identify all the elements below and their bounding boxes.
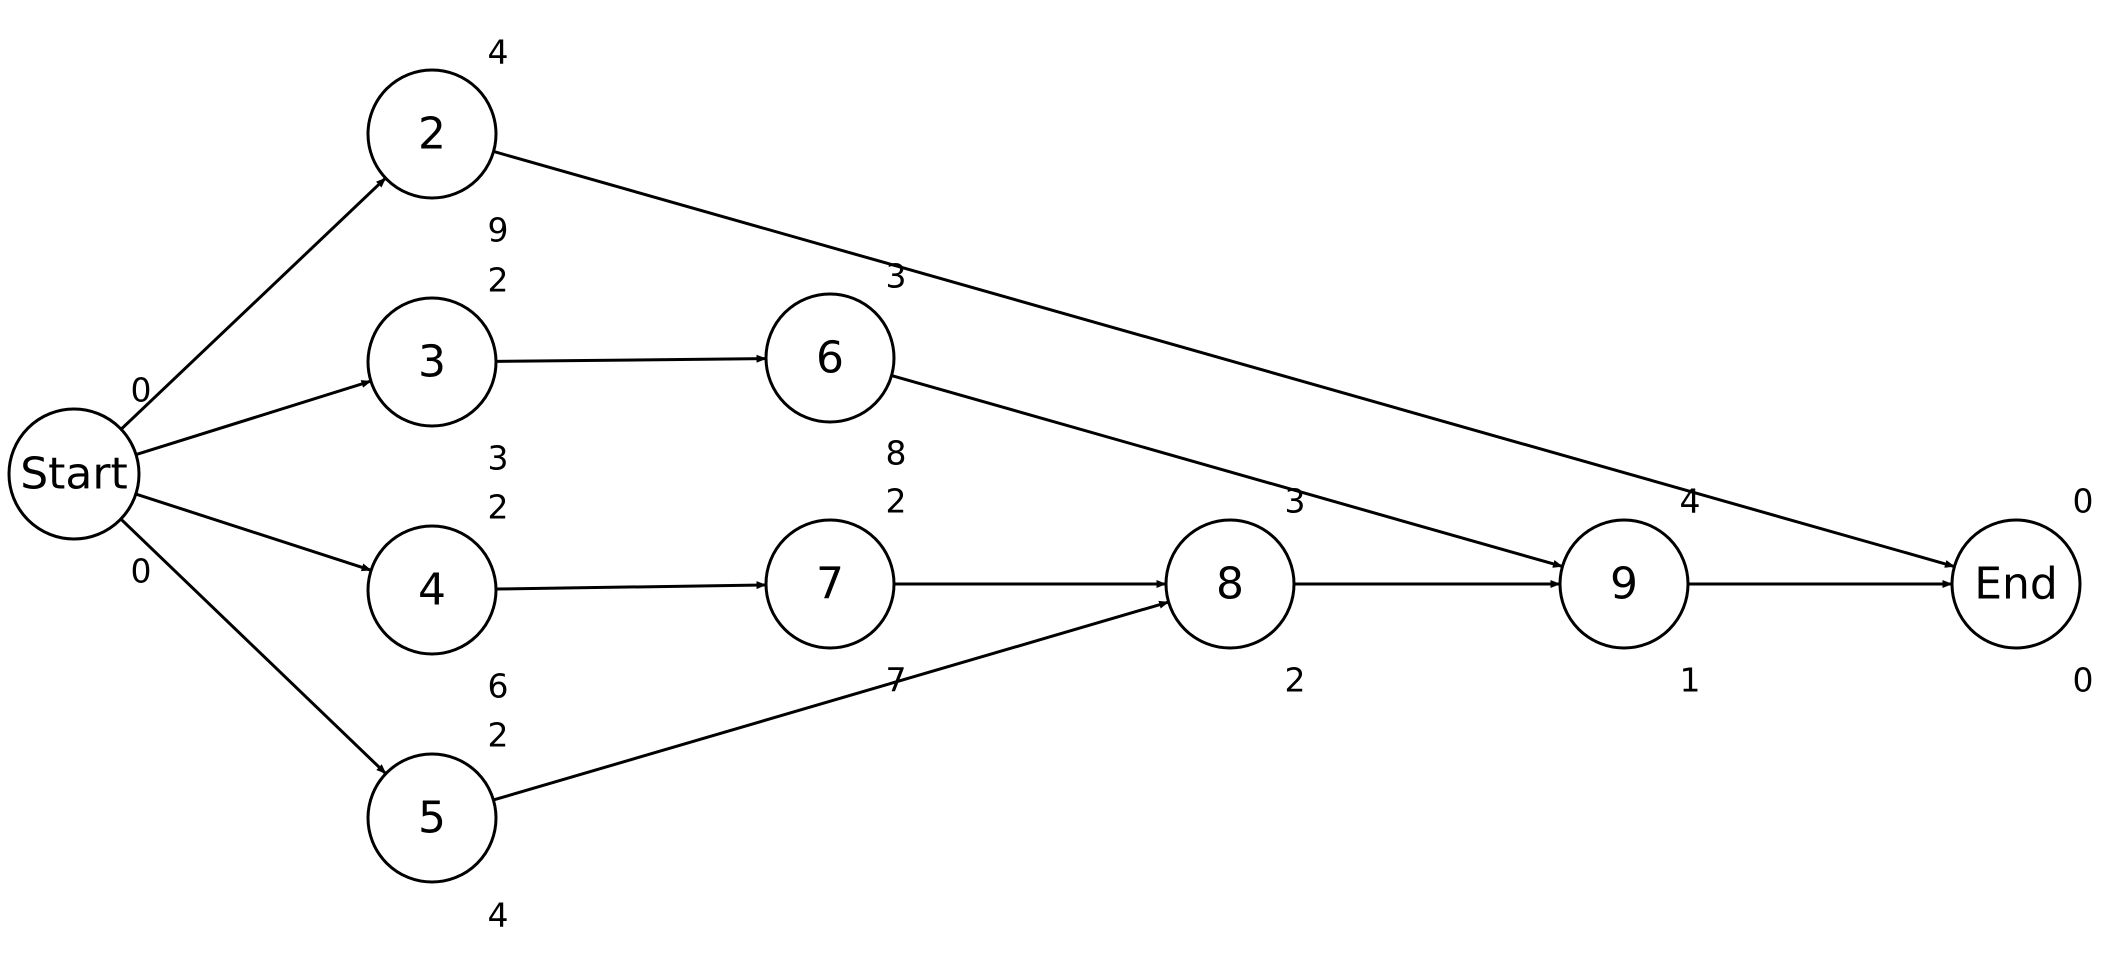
node-circle-n7: [764, 518, 896, 650]
node-label-n7: 7: [816, 559, 844, 610]
edge-start-to-n4: [135, 492, 372, 572]
node-circle-end: [1950, 518, 2082, 650]
node-start: Start: [7, 407, 141, 541]
node-end: End: [1950, 518, 2082, 650]
bottom-value-n4: 6: [488, 667, 509, 706]
edge-n2-to-end: [493, 150, 1955, 568]
node-n4: 4: [366, 524, 498, 656]
node-n6: 6: [764, 292, 896, 424]
edge-n6-to-n9: [891, 374, 1563, 568]
bottom-value-n8: 2: [1285, 661, 1306, 700]
bottom-value-n6: 8: [886, 434, 907, 473]
node-n5: 5: [366, 752, 498, 884]
top-value-n7: 2: [886, 482, 907, 521]
bottom-value-n7: 7: [886, 661, 907, 700]
top-value-n2: 4: [488, 33, 509, 72]
node-circle-n8: [1164, 518, 1296, 650]
node-n2: 2: [366, 68, 498, 200]
node-label-n4: 4: [418, 565, 446, 616]
node-circle-n9: [1558, 518, 1690, 650]
top-value-n4: 2: [488, 488, 509, 527]
node-circle-n4: [366, 524, 498, 656]
edge-n4-to-n7: [495, 581, 767, 591]
edge-n5-to-n8: [492, 600, 1170, 802]
edge-start-to-n5: [119, 517, 387, 775]
top-value-n3: 2: [488, 261, 509, 300]
top-value-n5: 2: [488, 716, 509, 755]
node-circle-n5: [366, 752, 498, 884]
node-label-start: Start: [20, 449, 128, 500]
node-circle-n2: [366, 68, 498, 200]
edge-n3-to-n6: [495, 354, 767, 363]
node-n3: 3: [366, 296, 498, 428]
top-value-end: 0: [2073, 482, 2094, 521]
node-circle-n6: [764, 292, 896, 424]
number-labels-layer: 0 0 4 9 2 3 2 6 2 4 3 8 2 7 3 2 4 1 0 0: [131, 33, 2094, 935]
node-n7: 7: [764, 518, 896, 650]
node-circle-n3: [366, 296, 498, 428]
node-label-n2: 2: [418, 109, 446, 160]
node-label-n3: 3: [418, 337, 446, 388]
top-value-n6: 3: [886, 257, 907, 296]
node-label-n6: 6: [816, 333, 844, 384]
node-circle-start: [7, 407, 141, 541]
bottom-value-n2: 9: [488, 211, 509, 250]
edges-layer: [119, 150, 1955, 802]
top-value-start: 0: [131, 371, 152, 410]
bottom-value-n3: 3: [488, 439, 509, 478]
top-value-n8: 3: [1285, 482, 1306, 521]
node-label-end: End: [1974, 559, 2058, 610]
node-label-n9: 9: [1610, 559, 1638, 610]
node-n8: 8: [1164, 518, 1296, 650]
bottom-value-n9: 1: [1680, 661, 1701, 700]
edge-start-to-n3: [135, 379, 372, 457]
bottom-value-start: 0: [131, 552, 152, 591]
node-label-n8: 8: [1216, 559, 1244, 610]
edge-start-to-n2: [120, 176, 387, 431]
node-label-n5: 5: [418, 793, 446, 844]
bottom-value-end: 0: [2073, 661, 2094, 700]
node-n9: 9: [1558, 518, 1690, 650]
bottom-value-n5: 4: [488, 896, 509, 935]
top-value-n9: 4: [1680, 482, 1701, 521]
